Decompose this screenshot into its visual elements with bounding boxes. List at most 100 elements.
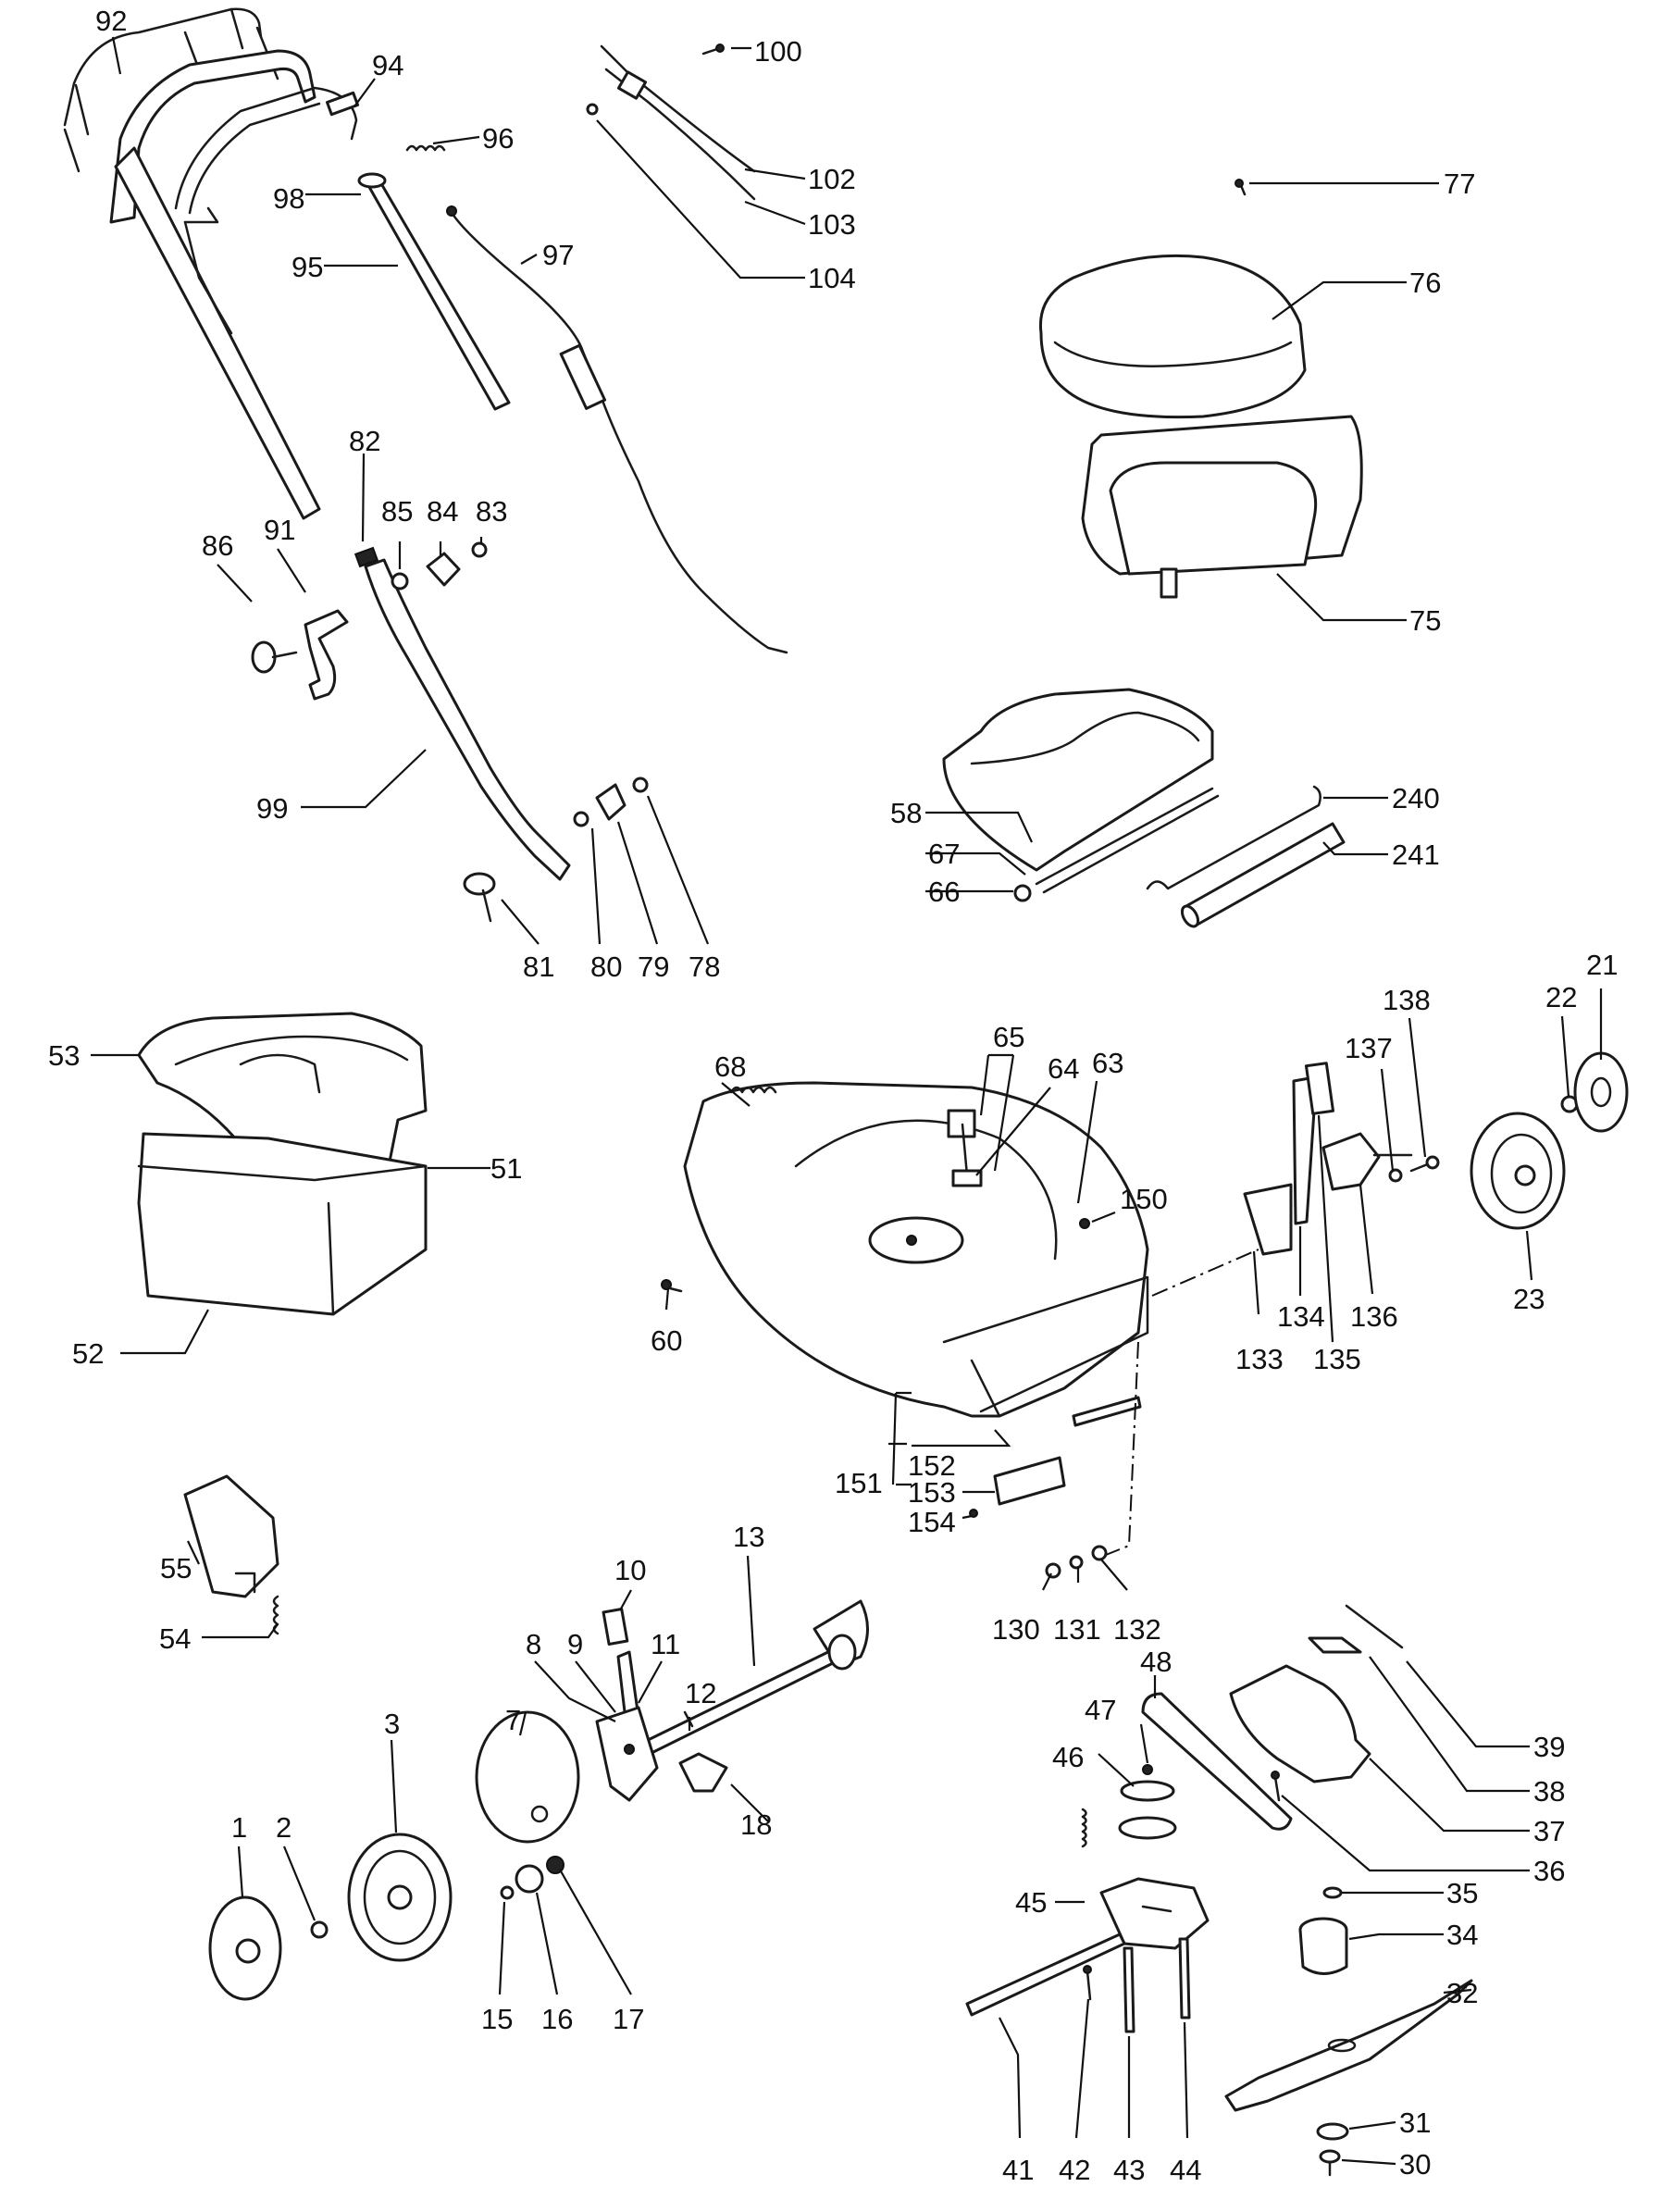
bolt-138 bbox=[1409, 1155, 1440, 1173]
callout-81: 81 bbox=[523, 951, 554, 983]
rod-240 bbox=[1146, 785, 1321, 890]
centerline-deck-right bbox=[1151, 1249, 1259, 1297]
callout-75: 75 bbox=[1409, 604, 1441, 637]
callout-18: 18 bbox=[740, 1808, 772, 1841]
callout-7: 7 bbox=[505, 1704, 521, 1736]
bolt-30 bbox=[1319, 2149, 1341, 2177]
callout-131: 131 bbox=[1053, 1613, 1101, 1646]
callout-37: 37 bbox=[1533, 1815, 1565, 1847]
shield-38 bbox=[1308, 1636, 1362, 1654]
screw-60 bbox=[661, 1279, 683, 1293]
callout-30: 30 bbox=[1399, 2148, 1431, 2181]
knob-84 bbox=[426, 552, 461, 587]
bracket-91 bbox=[304, 609, 349, 701]
callout-15: 15 bbox=[481, 2003, 513, 2035]
callout-82: 82 bbox=[349, 425, 380, 457]
callout-8: 8 bbox=[526, 1628, 541, 1660]
height-adjuster-133-136 bbox=[1243, 1062, 1413, 1256]
bolt-86 bbox=[251, 640, 298, 674]
callout-135: 135 bbox=[1313, 1343, 1361, 1375]
callout-134: 134 bbox=[1277, 1300, 1325, 1333]
callout-12: 12 bbox=[685, 1677, 716, 1709]
centerline-deck-down bbox=[1105, 1341, 1139, 1556]
drive-shaft-41 bbox=[965, 1932, 1126, 2017]
callout-95: 95 bbox=[292, 251, 323, 283]
rear-flap-58 bbox=[942, 688, 1214, 872]
nut-85 bbox=[391, 572, 409, 590]
knob-79 bbox=[595, 783, 627, 821]
gearbox-cover-37 bbox=[1229, 1664, 1371, 1783]
mulch-plug-55 bbox=[183, 1474, 279, 1598]
callout-96: 96 bbox=[482, 122, 514, 155]
callout-66: 66 bbox=[928, 876, 960, 908]
pins-42-44 bbox=[1083, 1937, 1191, 2033]
callout-136: 136 bbox=[1350, 1300, 1398, 1333]
callout-79: 79 bbox=[638, 951, 669, 983]
callout-98: 98 bbox=[273, 182, 304, 215]
rear-wheel-23 bbox=[1470, 1112, 1566, 1230]
spring-96 bbox=[405, 144, 446, 152]
callout-94: 94 bbox=[372, 49, 403, 81]
shield-39 bbox=[1345, 1604, 1404, 1649]
callout-16: 16 bbox=[541, 2003, 573, 2035]
callout-11: 11 bbox=[651, 1628, 680, 1660]
nut-83 bbox=[471, 541, 488, 558]
upper-handle-bar bbox=[63, 7, 279, 173]
callout-2: 2 bbox=[276, 1811, 292, 1844]
callout-31: 31 bbox=[1399, 2106, 1431, 2139]
handle-rod-95 bbox=[357, 172, 511, 411]
callout-137: 137 bbox=[1345, 1032, 1393, 1064]
handle-crossbar-94 bbox=[174, 86, 359, 224]
mower-deck-63 bbox=[683, 1081, 1149, 1418]
callout-150: 150 bbox=[1120, 1183, 1168, 1215]
lower-handle-bar bbox=[109, 49, 321, 520]
callout-17: 17 bbox=[613, 2003, 644, 2035]
callout-42: 42 bbox=[1059, 2154, 1090, 2186]
engine-75 bbox=[1081, 415, 1363, 599]
callout-53: 53 bbox=[48, 1039, 80, 1072]
hubcap-21 bbox=[1573, 1051, 1629, 1133]
callout-34: 34 bbox=[1446, 1919, 1478, 1951]
bracket-65 bbox=[947, 1109, 983, 1187]
screw-36 bbox=[1271, 1771, 1281, 1802]
nut-2 bbox=[310, 1920, 329, 1939]
spring-45 bbox=[1081, 1808, 1087, 1848]
callout-48: 48 bbox=[1140, 1646, 1172, 1678]
callout-132: 132 bbox=[1113, 1613, 1161, 1646]
engine-cover-76 bbox=[1038, 254, 1307, 419]
callout-43: 43 bbox=[1113, 2154, 1145, 2186]
callout-92: 92 bbox=[95, 5, 127, 37]
callout-21: 21 bbox=[1586, 949, 1618, 981]
blade-32 bbox=[1224, 1979, 1473, 2112]
throttle-cable-97 bbox=[446, 205, 788, 654]
callout-151: 151 bbox=[835, 1467, 883, 1499]
washer-80 bbox=[573, 811, 589, 827]
callout-38: 38 bbox=[1533, 1775, 1565, 1808]
callout-77: 77 bbox=[1444, 168, 1475, 200]
bolt-81 bbox=[463, 872, 496, 923]
callout-84: 84 bbox=[427, 495, 458, 528]
callout-240: 240 bbox=[1392, 782, 1440, 814]
tube-241 bbox=[1180, 822, 1346, 928]
washer-31 bbox=[1316, 2122, 1349, 2141]
callout-51: 51 bbox=[490, 1152, 522, 1185]
callout-78: 78 bbox=[689, 951, 720, 983]
pulleys-46-47 bbox=[1118, 1764, 1177, 1840]
callout-102: 102 bbox=[808, 163, 856, 195]
callout-3: 3 bbox=[384, 1708, 400, 1740]
callout-68: 68 bbox=[714, 1050, 746, 1083]
callout-54: 54 bbox=[159, 1622, 191, 1655]
callout-63: 63 bbox=[1092, 1047, 1123, 1079]
callout-47: 47 bbox=[1085, 1694, 1116, 1726]
callout-58: 58 bbox=[890, 797, 922, 829]
lower-handle-99 bbox=[364, 558, 571, 881]
key-35 bbox=[1322, 1886, 1343, 1899]
spring-68 bbox=[729, 1086, 777, 1094]
callout-153: 153 bbox=[908, 1476, 956, 1509]
skid-151-154 bbox=[969, 1396, 1142, 1518]
callout-91: 91 bbox=[264, 514, 295, 546]
cable-assembly-102-104 bbox=[586, 44, 756, 201]
callout-55: 55 bbox=[160, 1552, 192, 1584]
front-wheel-cover-7 bbox=[475, 1710, 580, 1844]
callout-100: 100 bbox=[754, 35, 802, 68]
